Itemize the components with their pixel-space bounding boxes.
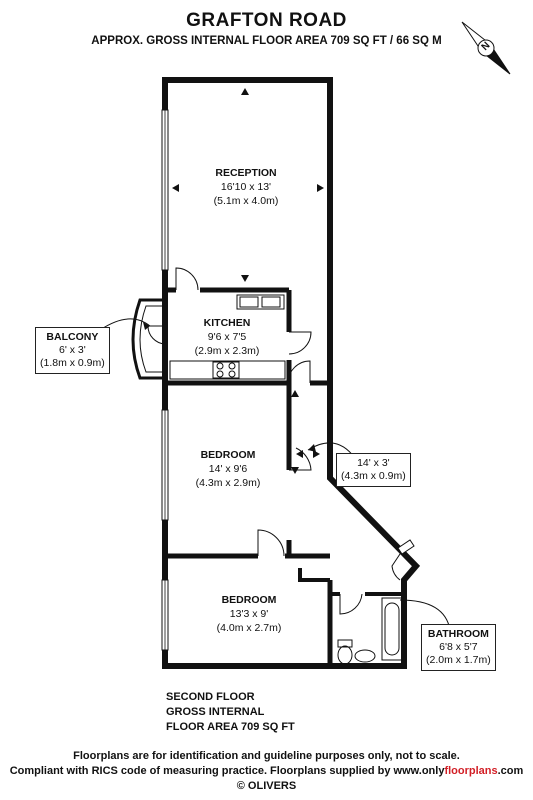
floor-info-line-3: FLOOR AREA 709 SQ FT xyxy=(166,721,295,733)
floor-info-line-1: SECOND FLOOR xyxy=(166,691,255,703)
floor-info-line-2: GROSS INTERNAL xyxy=(166,706,265,718)
footer-copyright: © OLIVERS xyxy=(236,780,297,792)
floor-area-subtitle: APPROX. GROSS INTERNAL FLOOR AREA 709 SQ… xyxy=(91,35,442,47)
footer-compliance: Compliant with RICS code of measuring pr… xyxy=(0,765,533,777)
room-imperial: 9'6 x 7'5 xyxy=(207,331,247,343)
room-bedroom-1: BEDROOM 14' x 9'6 (4.3m x 2.9m) xyxy=(196,448,261,490)
room-reception: RECEPTION 16'10 x 13' (5.1m x 4.0m) xyxy=(214,166,279,208)
room-name: BALCONY xyxy=(46,331,99,343)
callout-hall: 14' x 3' (4.3m x 0.9m) xyxy=(336,453,411,487)
room-name: RECEPTION xyxy=(215,167,277,179)
room-name: BATHROOM xyxy=(427,628,489,640)
room-imperial: 13'3 x 9' xyxy=(229,608,269,620)
balcony-outline xyxy=(131,298,165,380)
room-name: BEDROOM xyxy=(200,449,256,461)
room-imperial: 6'8 x 5'7 xyxy=(439,641,478,653)
room-metric: (4.3m x 2.9m) xyxy=(195,477,261,489)
floor-info: SECOND FLOOR GROSS INTERNAL FLOOR AREA 7… xyxy=(166,690,295,735)
entrance-arrow-icon xyxy=(397,539,415,555)
callout-bathroom: BATHROOM 6'8 x 5'7 (2.0m x 1.7m) xyxy=(421,624,496,671)
room-metric: (2.0m x 1.7m) xyxy=(426,654,491,666)
room-bedroom-2: BEDROOM 13'3 x 9' (4.0m x 2.7m) xyxy=(217,593,282,635)
callout-balcony: BALCONY 6' x 3' (1.8m x 0.9m) xyxy=(35,327,110,374)
outer-wall xyxy=(162,77,421,669)
compass-icon xyxy=(461,21,511,75)
footer-brand: floorplans xyxy=(444,765,498,777)
room-metric: (2.9m x 2.3m) xyxy=(194,345,260,357)
room-name: KITCHEN xyxy=(203,317,251,329)
room-imperial: 14' x 3' xyxy=(357,457,390,469)
room-imperial: 14' x 9'6 xyxy=(208,463,248,475)
footer-domain-suffix: .com xyxy=(497,765,524,777)
room-imperial: 6' x 3' xyxy=(58,344,86,356)
footer-compliance-text: Compliant with RICS code of measuring pr… xyxy=(9,765,445,777)
room-kitchen: KITCHEN 9'6 x 7'5 (2.9m x 2.3m) xyxy=(195,316,260,358)
room-name: BEDROOM xyxy=(221,594,277,606)
footer-disclaimer: Floorplans are for identification and gu… xyxy=(73,750,460,762)
page-title: GRAFTON ROAD xyxy=(186,10,347,31)
room-metric: (5.1m x 4.0m) xyxy=(213,195,279,207)
room-metric: (4.0m x 2.7m) xyxy=(216,622,282,634)
room-metric: (1.8m x 0.9m) xyxy=(40,357,105,369)
wall-bedroom2-top-stub xyxy=(298,568,330,582)
room-imperial: 16'10 x 13' xyxy=(220,181,272,193)
room-metric: (4.3m x 0.9m) xyxy=(341,470,406,482)
